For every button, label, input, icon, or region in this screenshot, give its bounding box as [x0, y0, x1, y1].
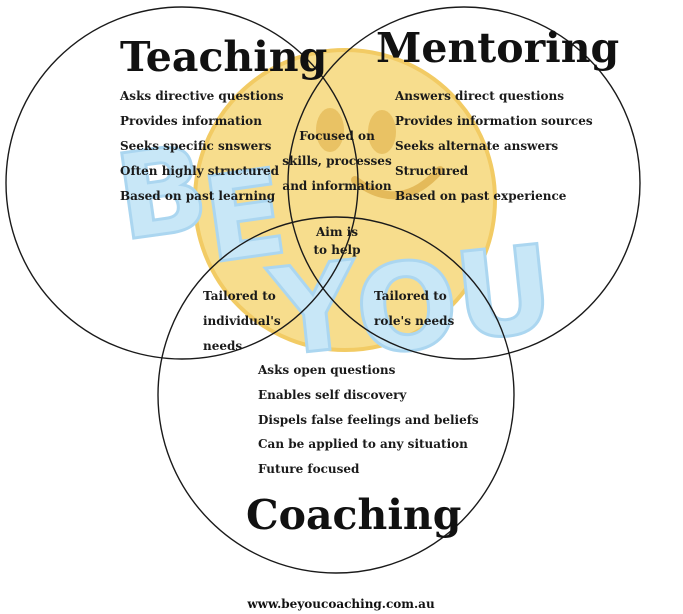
teaching-items: Asks directive questions Provides inform…: [119, 89, 284, 203]
coaching-item: Enables self discovery: [258, 388, 407, 402]
overlap-line: role's needs: [374, 314, 455, 328]
coaching-item: Future focused: [258, 462, 360, 476]
teaching-item: Based on past learning: [120, 189, 276, 203]
overlap-line: Focused on: [299, 129, 375, 143]
overlap-line: needs: [203, 339, 242, 353]
watermark-letter: E: [195, 142, 294, 290]
mentoring-title: Mentoring: [376, 24, 619, 72]
footer-website: www.beyoucoaching.com.au: [246, 597, 435, 611]
mentoring-item: Structured: [395, 164, 469, 178]
smiley-face-icon: [193, 48, 497, 352]
teaching-item: Asks directive questions: [119, 89, 284, 103]
overlap-line: Tailored to: [374, 289, 447, 303]
overlap-line: skills, processes: [282, 154, 392, 168]
mentoring-item: Based on past experience: [395, 189, 567, 203]
teaching-item: Seeks specific snswers: [120, 139, 272, 153]
overlap-line: and information: [282, 179, 391, 193]
mentoring-item: Provides information sources: [395, 114, 593, 128]
watermark-letter: O: [349, 234, 465, 383]
coaching-items: Asks open questions Enables self discove…: [257, 363, 479, 476]
mentoring-items: Answers direct questions Provides inform…: [394, 89, 593, 203]
teaching-item: Provides information: [120, 114, 262, 128]
mentoring-item: Seeks alternate answers: [395, 139, 558, 153]
watermark-letter: B: [108, 118, 216, 267]
mentoring-item: Answers direct questions: [394, 89, 564, 103]
coaching-item: Dispels false feelings and beliefs: [258, 413, 479, 427]
coaching-item: Asks open questions: [257, 363, 396, 377]
teaching-coaching-overlap: Tailored to individual's needs: [203, 289, 281, 353]
beyou-watermark-logo: B E Y O U: [106, 48, 561, 386]
teaching-title: Teaching: [120, 33, 327, 81]
teaching-item: Often highly structured: [120, 164, 280, 178]
coaching-circle: [157, 216, 515, 574]
overlap-line: individual's: [203, 314, 281, 328]
overlap-line: Tailored to: [203, 289, 276, 303]
teaching-mentoring-overlap: Focused on skills, processes and informa…: [282, 129, 392, 193]
center-line: Aim is: [315, 225, 358, 239]
watermark-letter: Y: [262, 236, 367, 384]
coaching-item: Can be applied to any situation: [258, 437, 468, 451]
teaching-circle: [5, 6, 359, 360]
mentoring-circle: [287, 6, 641, 360]
center-line: to help: [313, 243, 360, 257]
coaching-title: Coaching: [246, 491, 461, 539]
center-overlap: Aim is to help: [313, 225, 360, 257]
mentoring-coaching-overlap: Tailored to role's needs: [374, 289, 455, 328]
watermark-letter: U: [448, 220, 559, 368]
